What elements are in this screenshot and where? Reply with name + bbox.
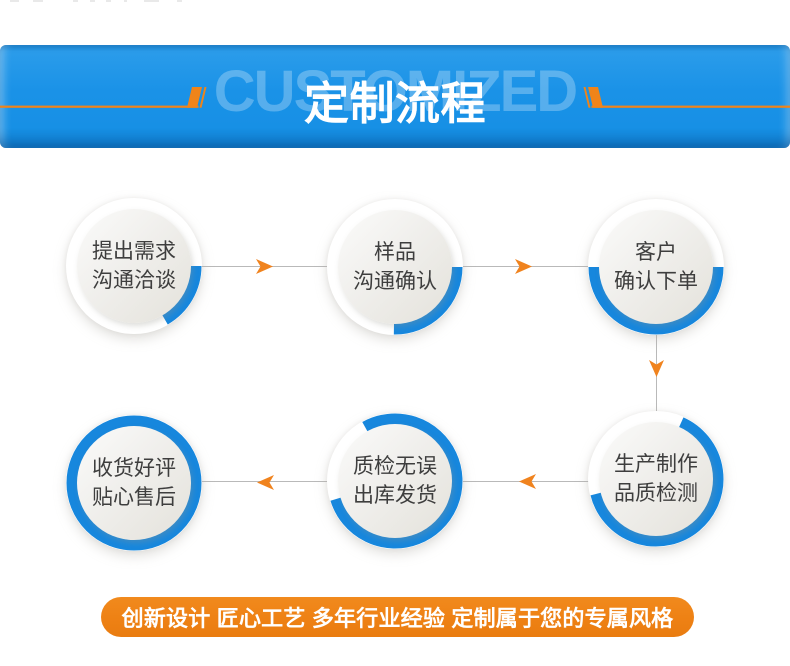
slogan-pill: 创新设计 匠心工艺 多年行业经验 定制属于您的专属风格 xyxy=(101,597,694,637)
step-label-line2: 品质检测 xyxy=(614,482,698,505)
step-progress-arc xyxy=(393,266,463,335)
step-circle: 提出需求沟通洽谈 xyxy=(77,209,191,323)
process-step-6: 收货好评贴心售后 xyxy=(66,415,202,551)
step-label-line1: 提出需求 xyxy=(92,240,176,263)
step-label-line2: 沟通确认 xyxy=(353,270,437,293)
step-label-line1: 样品 xyxy=(374,241,416,264)
process-flow-diagram: 提出需求沟通洽谈 样品沟通确认 客户确认下单生产制作品质检测 质检无误出库发货 收货好评… xyxy=(0,160,790,590)
process-step-2: 样品沟通确认 xyxy=(327,199,463,335)
process-step-3: 客户确认下单 xyxy=(588,199,724,335)
step-progress-arc xyxy=(161,265,202,325)
step-label-line1: 客户 xyxy=(635,241,677,264)
step-progress-arc xyxy=(330,413,463,549)
section-title: 定制流程 xyxy=(303,78,486,129)
step-circle: 生产制作品质检测 xyxy=(599,422,713,536)
banner-left-right-accents xyxy=(0,87,790,108)
step-label-line2: 贴心售后 xyxy=(92,486,176,509)
watermark-text: CUSTOMIZED xyxy=(213,59,578,124)
process-step-4: 生产制作品质检测 xyxy=(588,411,724,547)
process-step-1: 提出需求沟通洽谈 xyxy=(66,198,202,334)
step-label-line2: 出库发货 xyxy=(353,484,437,507)
step-progress-arc xyxy=(590,417,724,547)
step-progress-arc xyxy=(66,415,202,551)
step-circle: 客户确认下单 xyxy=(599,210,713,324)
section-header-banner: CUSTOMIZED 定制流程 xyxy=(0,45,790,148)
step-label-line2: 确认下单 xyxy=(614,270,698,293)
step-label-line1: 质检无误 xyxy=(353,455,437,478)
step-label-line1: 生产制作 xyxy=(614,453,698,476)
cropped-text-remnants xyxy=(0,0,790,3)
step-progress-arc xyxy=(588,266,724,335)
step-label-line1: 收货好评 xyxy=(92,457,176,480)
process-step-5: 质检无误出库发货 xyxy=(327,413,463,549)
step-circle: 样品沟通确认 xyxy=(338,210,452,324)
slogan-text: 创新设计 匠心工艺 多年行业经验 定制属于您的专属风格 xyxy=(121,606,674,631)
step-label-line2: 沟通洽谈 xyxy=(92,269,176,292)
step-circle: 收货好评贴心售后 xyxy=(77,426,191,540)
step-circle: 质检无误出库发货 xyxy=(338,424,452,538)
